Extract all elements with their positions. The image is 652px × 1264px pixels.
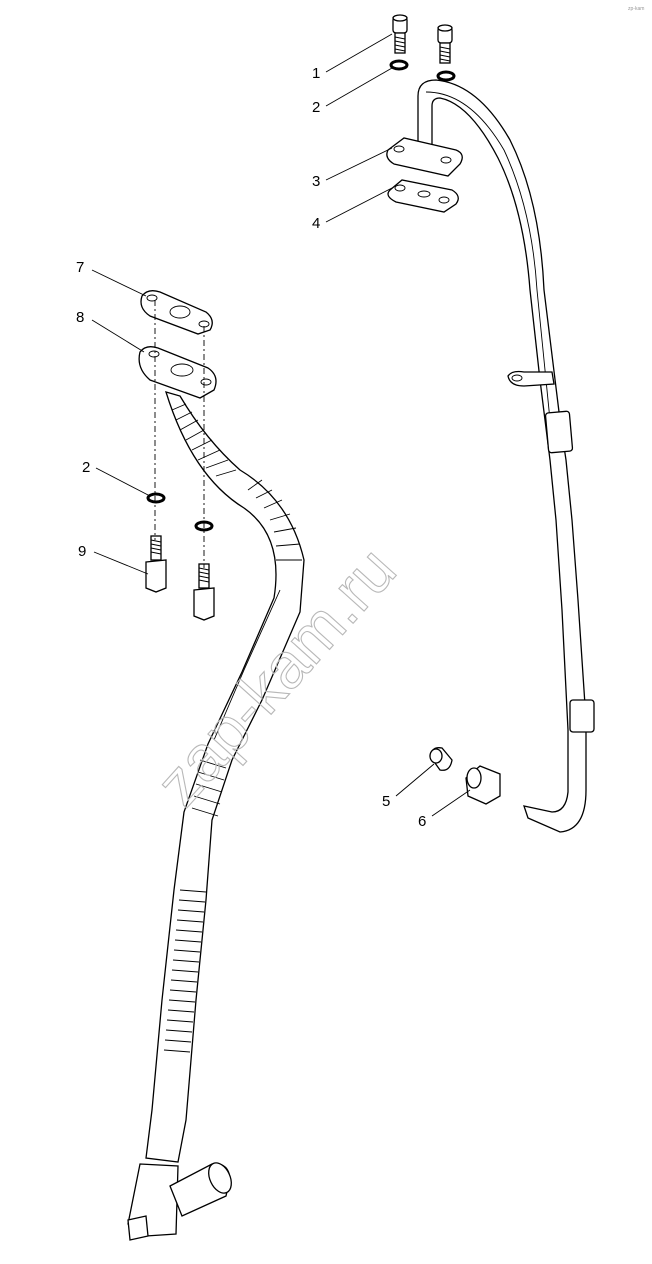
callout-label-7: 7	[76, 259, 84, 276]
callout-8: 8	[76, 309, 145, 353]
hose-corrugation-middle	[191, 759, 227, 817]
bolt-left	[392, 14, 408, 54]
callout-label-9: 9	[78, 543, 86, 560]
fitting-ferrule	[429, 747, 453, 771]
callout-label-1: 1	[312, 65, 320, 82]
callout-label-4: 4	[312, 215, 320, 232]
callout-label-6: 6	[418, 813, 426, 830]
pipe-sleeve-upper	[544, 410, 574, 454]
stud-right	[193, 563, 215, 621]
callout-label-2-lower: 2	[82, 459, 90, 476]
callout-2-upper: 2	[312, 67, 393, 116]
callout-2-lower: 2	[82, 459, 151, 497]
callout-5: 5	[382, 763, 435, 810]
flange-lower	[138, 346, 217, 399]
upper-pipe	[417, 79, 587, 833]
callout-label-2-upper: 2	[312, 99, 320, 116]
left-pipe-assembly	[127, 290, 305, 1241]
hose-highlight	[213, 589, 281, 741]
washer-right	[436, 70, 456, 82]
pipe-bracket	[507, 370, 555, 387]
callout-6: 6	[418, 789, 471, 830]
union-nut	[465, 765, 501, 805]
hose-corrugation-lower	[163, 889, 207, 1053]
pipe-sleeve-lower	[569, 699, 595, 733]
callout-7: 7	[76, 259, 147, 297]
callout-3: 3	[312, 147, 393, 190]
washer-lower-left	[146, 492, 166, 504]
pipe-highlight	[425, 91, 551, 421]
gasket-lower	[140, 290, 213, 335]
hose-corrugation-upper	[171, 403, 302, 561]
callout-label-5: 5	[382, 793, 390, 810]
callout-1: 1	[312, 33, 393, 82]
corner-mark: zp-kam	[628, 6, 644, 12]
washer-left	[389, 59, 409, 71]
callout-9: 9	[78, 543, 149, 575]
corrugated-hose	[145, 391, 305, 1163]
flange-upper	[386, 137, 463, 177]
right-pipe-assembly	[386, 14, 595, 833]
stud-left	[145, 535, 167, 593]
callout-label-8: 8	[76, 309, 84, 326]
gasket-upper	[387, 179, 459, 213]
callout-label-3: 3	[312, 173, 320, 190]
bolt-right	[437, 24, 453, 64]
elbow-fitting	[127, 1162, 232, 1241]
callout-4: 4	[312, 187, 393, 232]
